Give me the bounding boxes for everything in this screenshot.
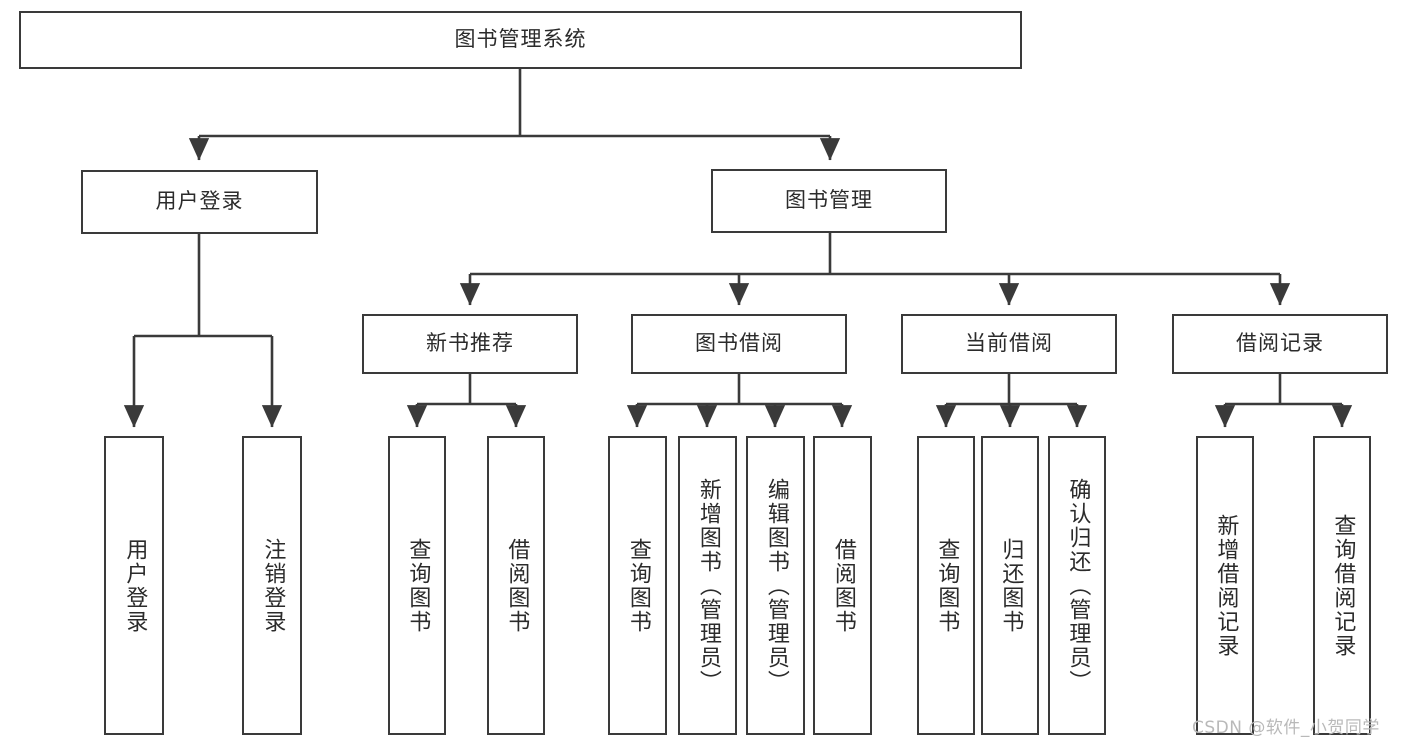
leaf-user-login-logout[interactable]: 注销登录 <box>242 436 302 735</box>
leaf-current-borrow-return-book[interactable]: 归还图书 <box>981 436 1039 735</box>
leaf-user-login-login[interactable]: 用户登录 <box>104 436 164 735</box>
node-label: 当前借阅 <box>965 331 1053 356</box>
node-label: 查询图书 <box>625 537 651 634</box>
leaf-new-book-borrow-book[interactable]: 借阅图书 <box>487 436 545 735</box>
leaf-current-borrow-confirm-return-admin[interactable]: 确认归还（管理员） <box>1048 436 1106 735</box>
node-label: 图书借阅 <box>695 331 783 356</box>
leaf-book-borrow-add-book-admin[interactable]: 新增图书（管理员） <box>678 436 737 735</box>
node-label: 新书推荐 <box>426 331 514 356</box>
leaf-borrow-record-query-record[interactable]: 查询借阅记录 <box>1313 436 1371 735</box>
node-label: 确认归还（管理员） <box>1065 477 1091 694</box>
node-label: 注销登录 <box>260 537 286 634</box>
node-borrow-record[interactable]: 借阅记录 <box>1172 314 1388 374</box>
csdn-watermark: CSDN @软件_小贺同学 <box>1192 718 1380 738</box>
node-label: 图书管理 <box>785 188 873 213</box>
node-user-login[interactable]: 用户登录 <box>81 170 318 234</box>
node-book-borrow[interactable]: 图书借阅 <box>631 314 847 374</box>
node-label: 用户登录 <box>155 189 244 214</box>
node-current-borrow[interactable]: 当前借阅 <box>901 314 1117 374</box>
node-label: 查询借阅记录 <box>1330 513 1356 658</box>
node-new-book-recommend[interactable]: 新书推荐 <box>362 314 578 374</box>
leaf-new-book-query-book[interactable]: 查询图书 <box>388 436 446 735</box>
node-label: 用户登录 <box>122 537 148 634</box>
leaf-book-borrow-edit-book-admin[interactable]: 编辑图书（管理员） <box>746 436 805 735</box>
node-root-book-management-system[interactable]: 图书管理系统 <box>19 11 1022 69</box>
node-label: 新增借阅记录 <box>1213 513 1239 658</box>
leaf-book-borrow-borrow-book[interactable]: 借阅图书 <box>813 436 872 735</box>
leaf-current-borrow-query-book[interactable]: 查询图书 <box>917 436 975 735</box>
node-label: 归还图书 <box>998 537 1024 634</box>
node-book-management[interactable]: 图书管理 <box>711 169 947 233</box>
node-label: 新增图书（管理员） <box>695 477 721 694</box>
node-label: 查询图书 <box>934 537 960 634</box>
node-label: 编辑图书（管理员） <box>763 477 789 694</box>
leaf-book-borrow-query-book[interactable]: 查询图书 <box>608 436 667 735</box>
leaf-borrow-record-add-record[interactable]: 新增借阅记录 <box>1196 436 1254 735</box>
node-label: 借阅记录 <box>1236 331 1324 356</box>
node-label: 图书管理系统 <box>454 27 587 52</box>
node-label: 查询图书 <box>405 537 431 634</box>
node-label: 借阅图书 <box>504 537 530 634</box>
node-label: 借阅图书 <box>830 537 856 634</box>
